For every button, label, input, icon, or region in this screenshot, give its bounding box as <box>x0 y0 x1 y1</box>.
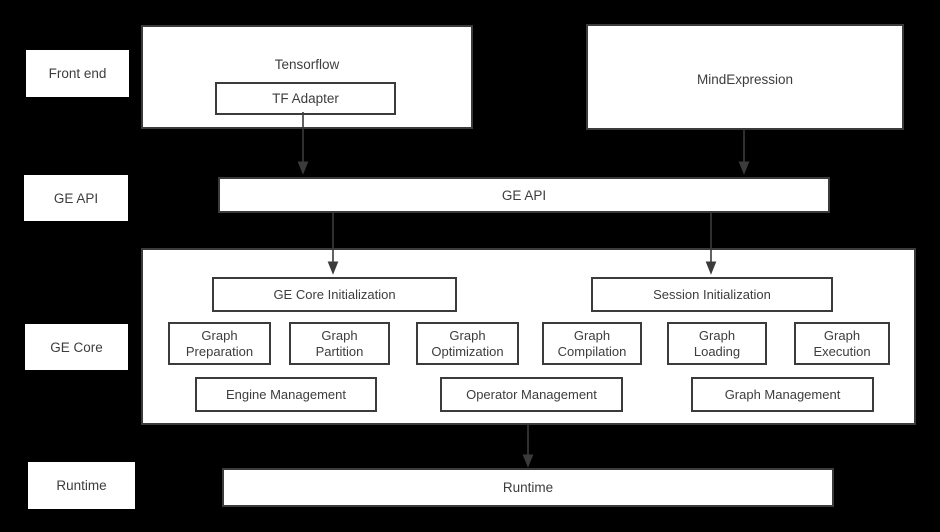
layer-label-front-end: Front end <box>26 50 129 97</box>
tensorflow-panel[interactable]: Tensorflow TF Adapter <box>141 25 473 129</box>
runtime-bar[interactable]: Runtime <box>222 468 834 507</box>
graph-execution-box[interactable]: Graph Execution <box>794 322 890 365</box>
graph-partition-box[interactable]: Graph Partition <box>289 322 390 365</box>
layer-label-ge-core: GE Core <box>25 324 128 370</box>
mindexpression-title: MindExpression <box>696 72 794 87</box>
graph-management-box[interactable]: Graph Management <box>691 377 874 412</box>
tf-adapter-box[interactable]: TF Adapter <box>215 82 396 115</box>
layer-label-ge-api: GE API <box>24 175 128 221</box>
ge-core-initialization-box[interactable]: GE Core Initialization <box>212 277 457 312</box>
graph-loading-box[interactable]: Graph Loading <box>667 322 767 365</box>
graph-optimization-box[interactable]: Graph Optimization <box>416 322 519 365</box>
mindexpression-panel[interactable]: MindExpression <box>586 24 904 130</box>
ge-core-panel: GE Core Initialization Session Initializ… <box>141 248 916 425</box>
graph-compilation-box[interactable]: Graph Compilation <box>542 322 642 365</box>
tensorflow-title: Tensorflow <box>274 57 340 72</box>
ge-api-bar[interactable]: GE API <box>218 177 830 213</box>
engine-management-box[interactable]: Engine Management <box>195 377 377 412</box>
layer-label-runtime-text: Runtime <box>56 478 107 493</box>
layer-label-ge-core-text: GE Core <box>50 339 103 355</box>
operator-management-box[interactable]: Operator Management <box>440 377 623 412</box>
graph-preparation-box[interactable]: Graph Preparation <box>168 322 271 365</box>
layer-label-ge-api-text: GE API <box>53 190 99 206</box>
layer-label-runtime: Runtime <box>28 462 135 509</box>
layer-label-front-end-text: Front end <box>48 66 107 81</box>
session-initialization-box[interactable]: Session Initialization <box>591 277 833 312</box>
